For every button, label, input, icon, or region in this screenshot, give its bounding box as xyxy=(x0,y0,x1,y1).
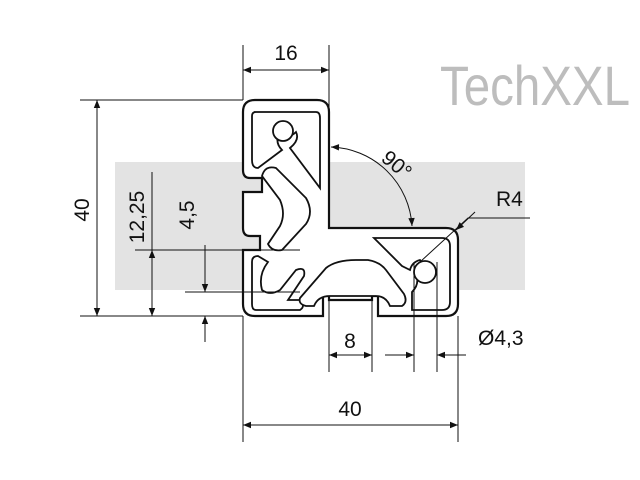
bore-right xyxy=(413,260,437,284)
dim-slot-offset: 12,25 xyxy=(126,191,149,244)
dim-slot-depth: 4,5 xyxy=(176,200,199,229)
dim-bottom-width: 40 xyxy=(338,398,361,421)
bore-left xyxy=(272,120,294,142)
cavity-bottom-left xyxy=(251,255,306,311)
dim-left-height: 40 xyxy=(71,198,94,221)
watermark-text: TechXXL xyxy=(440,54,630,117)
cavity-center xyxy=(298,259,407,307)
cavity-right xyxy=(371,237,451,311)
dim-bore-diameter: Ø4,3 xyxy=(478,327,524,350)
dim-radius: R4 xyxy=(496,188,523,211)
angle-arc xyxy=(330,144,415,227)
dim-top-width: 16 xyxy=(274,42,297,65)
dim-slot-width: 8 xyxy=(344,330,356,353)
